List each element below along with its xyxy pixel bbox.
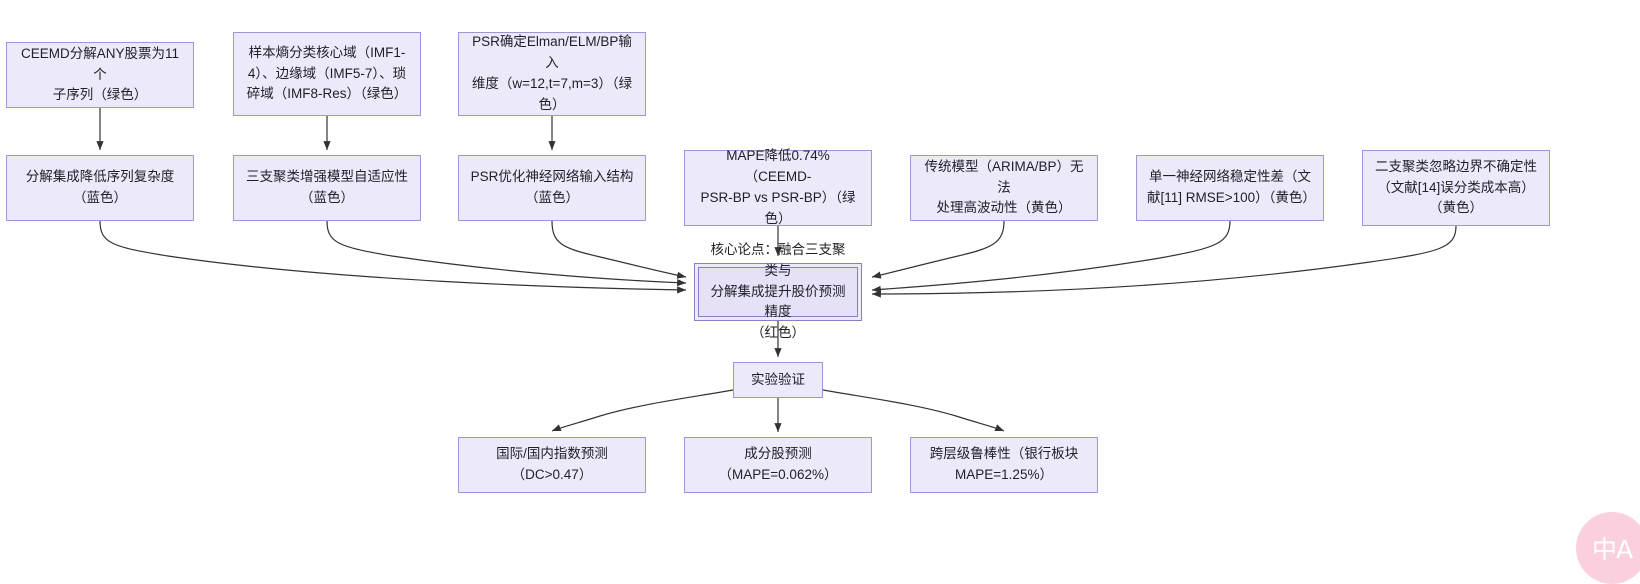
node-reduce-complexity[interactable]: 分解集成降低序列复杂度 （蓝色） <box>6 155 194 221</box>
node-two-way-clustering-limitation[interactable]: 二支聚类忽略边界不确定性 （文献[14]误分类成本高） （黄色） <box>1362 150 1550 226</box>
node-label: 传统模型（ARIMA/BP）无法 处理高波动性（黄色） <box>924 158 1084 216</box>
node-core-thesis[interactable]: 核心论点：融合三支聚类与 分解集成提升股价预测精度 （红色） <box>694 242 862 340</box>
edge-n11-n14 <box>822 389 1005 432</box>
node-constituent-stock-forecast[interactable]: 成分股预测 （MAPE=0.062%） <box>684 437 872 493</box>
edge-n8-core <box>871 220 1005 279</box>
node-sample-entropy-classify[interactable]: 样本熵分类核心域（IMF1- 4）、边缘域（IMF5-7）、琐 碎域（IMF8-… <box>233 32 421 116</box>
node-label: 核心论点：融合三支聚类与 分解集成提升股价预测精度 （红色） <box>710 241 846 341</box>
node-psr-input-dimension[interactable]: PSR确定Elman/ELM/BP输入 维度（w=12,t=7,m=3）（绿 色… <box>458 32 646 116</box>
node-label: PSR优化神经网络输入结构 （蓝色） <box>470 169 634 205</box>
node-traditional-model-limitation[interactable]: 传统模型（ARIMA/BP）无法 处理高波动性（黄色） <box>910 155 1098 221</box>
edge-n5-core <box>326 220 687 287</box>
node-single-nn-instability[interactable]: 单一神经网络稳定性差（文 献[11] RMSE>100）（黄色） <box>1136 155 1324 221</box>
node-label: 分解集成降低序列复杂度 （蓝色） <box>25 169 175 205</box>
node-label: 成分股预测 （MAPE=0.062%） <box>718 446 838 482</box>
ime-indicator-watermark: 中A <box>1576 512 1640 584</box>
node-index-forecast[interactable]: 国际/国内指数预测 （DC>0.47） <box>458 437 646 493</box>
node-label: CEEMD分解ANY股票为11个 子序列（绿色） <box>20 45 180 103</box>
node-label: 跨层级鲁棒性（银行板块 MAPE=1.25%） <box>929 446 1079 482</box>
edge-n10-core <box>871 225 1457 298</box>
node-mape-improvement[interactable]: MAPE降低0.74%（CEEMD- PSR-BP vs PSR-BP）（绿 色… <box>684 148 872 226</box>
node-label: 二支聚类忽略边界不确定性 （文献[14]误分类成本高） （黄色） <box>1375 158 1537 216</box>
node-psr-optimize-structure[interactable]: PSR优化神经网络输入结构 （蓝色） <box>458 155 646 221</box>
node-cross-level-robustness[interactable]: 跨层级鲁棒性（银行板块 MAPE=1.25%） <box>910 437 1098 493</box>
edge-n11-n12 <box>551 389 734 432</box>
edge-n4-core <box>99 220 687 294</box>
ime-label: 中A <box>1591 535 1633 564</box>
node-label: 三支聚类增强模型自适应性 （蓝色） <box>246 169 408 205</box>
edge-n9-core <box>871 220 1231 293</box>
node-label: 实验验证 <box>751 371 805 387</box>
node-ceemd-decompose[interactable]: CEEMD分解ANY股票为11个 子序列（绿色） <box>6 42 194 108</box>
node-three-way-clustering-adaptive[interactable]: 三支聚类增强模型自适应性 （蓝色） <box>233 155 421 221</box>
node-label: MAPE降低0.74%（CEEMD- PSR-BP vs PSR-BP）（绿 色… <box>700 148 856 226</box>
node-experimental-validation[interactable]: 实验验证 <box>733 362 823 398</box>
node-label: 国际/国内指数预测 （DC>0.47） <box>496 446 608 482</box>
node-label: 单一神经网络稳定性差（文 献[11] RMSE>100）（黄色） <box>1147 169 1316 205</box>
edge-n6-core <box>551 220 687 279</box>
node-label: PSR确定Elman/ELM/BP输入 维度（w=12,t=7,m=3）（绿 色… <box>471 34 633 112</box>
node-label: 样本熵分类核心域（IMF1- 4）、边缘域（IMF5-7）、琐 碎域（IMF8-… <box>246 44 408 102</box>
